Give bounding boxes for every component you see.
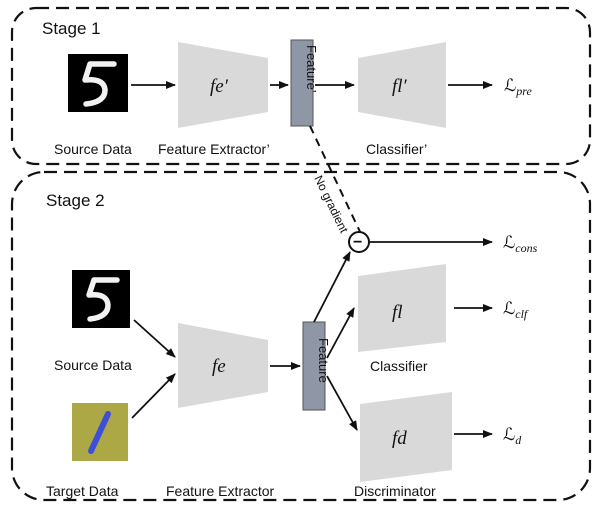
- stage2-arrow-to-subtract: [313, 251, 351, 323]
- stage2-arrow-to-classifier: [326, 307, 355, 359]
- stage2-source-label: Source Data: [54, 357, 132, 373]
- stage2-classifier-symbol: fl: [392, 302, 403, 323]
- stage1-classifier-symbol: fl′: [392, 76, 408, 97]
- stage2-target-image: [72, 403, 128, 461]
- stage2-target-label: Target Data: [46, 483, 119, 499]
- stage2-discriminator-symbol: fd: [392, 428, 407, 449]
- stage2-discriminator-block: [360, 392, 452, 482]
- stage1-classifier-label: Classifier’: [366, 141, 427, 157]
- subtract-node: [348, 231, 370, 253]
- stage2-extractor-label: Feature Extractor: [166, 483, 274, 499]
- loss-cons: ℒcons: [503, 233, 538, 255]
- stage2-classifier-label: Classifier: [370, 358, 428, 374]
- stage1-extractor-symbol: fe′: [210, 76, 229, 97]
- stage2-classifier-block: [358, 264, 446, 352]
- subtract-symbol: −: [353, 234, 362, 251]
- stage1-feature-block: [290, 39, 314, 127]
- stage1-classifier-block: [358, 42, 446, 128]
- stage1-feature-label: Feature’: [304, 45, 319, 93]
- stage2-title: Stage 2: [46, 191, 105, 210]
- stage2-arrow-source: [133, 319, 176, 358]
- stage2-arrow-to-discriminator: [326, 375, 358, 431]
- stage1-extractor-block: [178, 42, 268, 128]
- stage2-feature-label: Feature: [316, 338, 331, 383]
- stage1-loss-pre: ℒpre: [504, 76, 532, 98]
- no-gradient-connector: [309, 125, 363, 237]
- stage2-source-image: [72, 270, 130, 328]
- stage1-frame: [10, 6, 592, 166]
- loss-clf: ℒclf: [503, 299, 529, 321]
- stage2-discriminator-label: Discriminator: [354, 483, 436, 499]
- stage2-extractor-block: [178, 323, 268, 408]
- no-gradient-label: No gradient: [311, 173, 351, 235]
- loss-d: ℒd: [503, 425, 522, 447]
- stage1-extractor-label: Feature Extractor’: [158, 141, 270, 157]
- stage2-extractor-symbol: fe: [212, 356, 226, 377]
- stage1-title: Stage 1: [42, 19, 101, 38]
- stage1-source-image: [68, 54, 128, 112]
- stage1-source-label: Source Data: [54, 141, 132, 157]
- stage2-arrow-target: [131, 373, 176, 419]
